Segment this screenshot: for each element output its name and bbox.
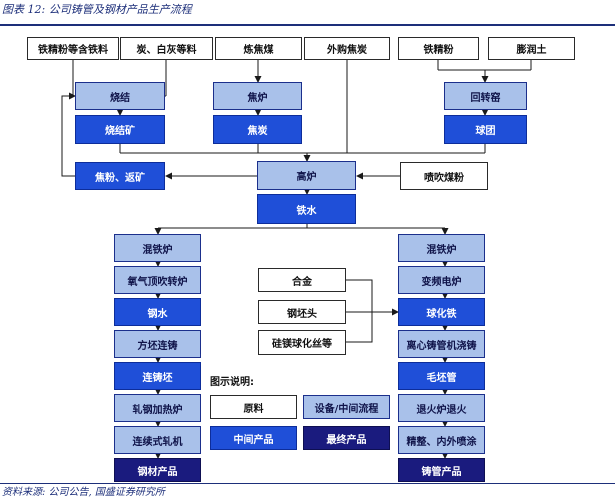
node-nodulizer-wire: 硅镁球化丝等 bbox=[258, 330, 346, 355]
node-sinter-ore: 烧结矿 bbox=[75, 115, 165, 144]
legend-raw: 原料 bbox=[210, 395, 297, 419]
node-mixer-right: 混铁炉 bbox=[398, 234, 485, 262]
node-coking-coal: 炼焦煤 bbox=[215, 37, 302, 60]
legend-caption: 图示说明: bbox=[210, 377, 254, 388]
legend-equipment: 设备/中间流程 bbox=[303, 395, 390, 419]
node-bentonite: 膨润土 bbox=[488, 37, 575, 60]
node-raw-pipe: 毛坯管 bbox=[398, 362, 485, 390]
node-ductile-iron: 球化铁 bbox=[398, 298, 485, 326]
node-rotary-kiln: 回转窑 bbox=[444, 82, 527, 110]
top-rule bbox=[0, 24, 615, 26]
node-reheat-furnace: 轧钢加热炉 bbox=[114, 394, 201, 422]
legend-intermediate: 中间产品 bbox=[210, 426, 297, 450]
node-purchased-coke: 外购焦炭 bbox=[304, 37, 390, 60]
node-finishing-coating: 精整、内外喷涂 bbox=[398, 426, 485, 454]
node-charcoal-lime: 炭、白灰等料 bbox=[120, 37, 213, 60]
node-alloy: 合金 bbox=[258, 268, 346, 292]
legend-final: 最终产品 bbox=[303, 426, 390, 450]
node-coke-fines-return: 焦粉、返矿 bbox=[75, 162, 165, 190]
node-electric-furnace: 变频电炉 bbox=[398, 266, 485, 294]
node-pellets: 球团 bbox=[444, 115, 527, 144]
node-molten-steel: 钢水 bbox=[114, 298, 201, 326]
node-coke: 焦炭 bbox=[213, 115, 302, 144]
node-iron-fines: 铁精粉 bbox=[398, 37, 479, 60]
node-coke-oven: 焦炉 bbox=[213, 82, 302, 110]
node-pipe-products: 铸管产品 bbox=[398, 458, 485, 482]
node-cast-billet: 连铸坯 bbox=[114, 362, 201, 390]
bottom-rule bbox=[0, 483, 615, 484]
figure-title: 图表 12: 公司铸管及钢材产品生产流程 bbox=[2, 3, 192, 16]
source-note: 资料来源: 公司公告, 国盛证券研究所 bbox=[2, 487, 165, 498]
node-centrifugal-casting: 离心铸管机浇铸 bbox=[398, 330, 485, 358]
node-pci-coal: 喷吹煤粉 bbox=[400, 162, 488, 190]
node-bof: 氧气顶吹转炉 bbox=[114, 266, 201, 294]
node-iron-ore-fines: 铁精粉等含铁料 bbox=[27, 37, 119, 60]
node-mixer-left: 混铁炉 bbox=[114, 234, 201, 262]
node-blast-furnace: 高炉 bbox=[257, 161, 356, 190]
node-sinter: 烧结 bbox=[75, 82, 165, 110]
node-rolling-mill: 连续式轧机 bbox=[114, 426, 201, 454]
node-billet-head: 钢坯头 bbox=[258, 300, 346, 324]
node-annealing: 退火炉退火 bbox=[398, 394, 485, 422]
node-steel-products: 钢材产品 bbox=[114, 458, 201, 482]
node-billet-caster: 方坯连铸 bbox=[114, 330, 201, 358]
node-molten-iron: 铁水 bbox=[257, 194, 356, 224]
